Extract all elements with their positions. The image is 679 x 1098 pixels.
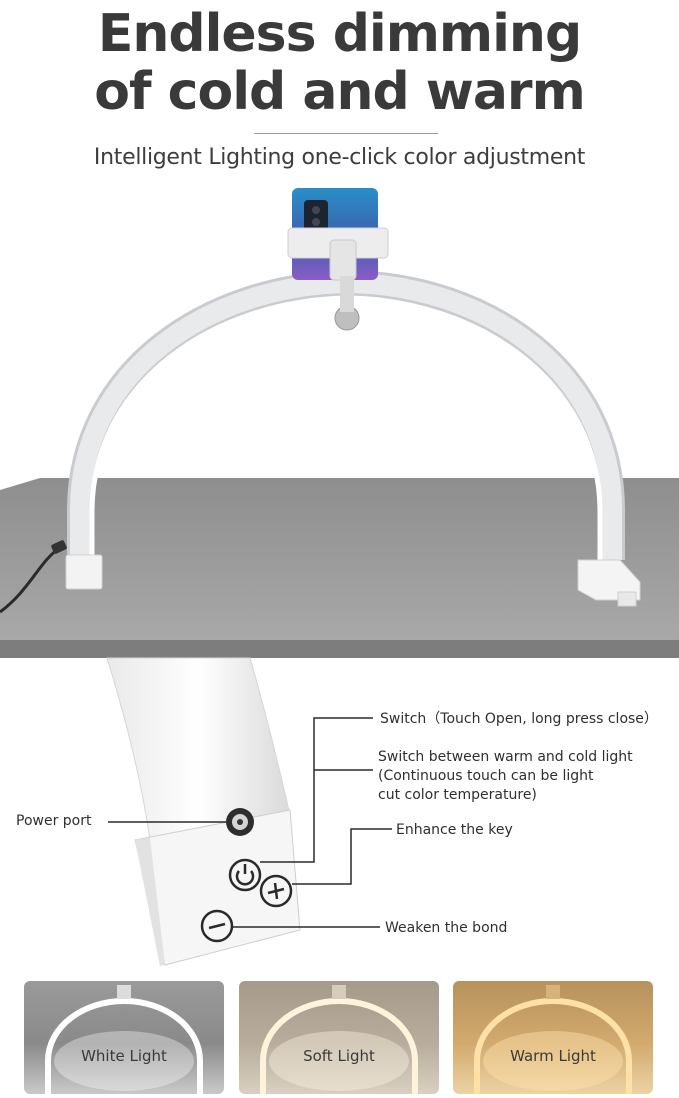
- title-divider: [254, 133, 438, 134]
- mode-white-light: White Light: [24, 981, 224, 1094]
- mode-label: Soft Light: [303, 1047, 375, 1065]
- phone-holder: [287, 188, 389, 331]
- callout-lines: [108, 717, 392, 928]
- plus-touch-icon: [259, 874, 293, 908]
- callout-warm-cold-2: (Continuous touch can be light: [378, 768, 594, 784]
- callout-weaken: Weaken the bond: [385, 920, 508, 936]
- callout-switch: Switch（Touch Open, long press close）: [380, 711, 658, 727]
- callout-power-port: Power port: [16, 813, 92, 829]
- callout-warm-cold-3: cut color temperature): [378, 787, 537, 803]
- title-line-1: Endless dimming: [97, 4, 582, 64]
- callout-enhance: Enhance the key: [396, 822, 513, 838]
- table: [0, 478, 679, 658]
- stand-column: [106, 657, 301, 966]
- mode-warm-light: Warm Light: [453, 981, 653, 1094]
- subtitle: Intelligent Lighting one-click color adj…: [93, 145, 586, 170]
- mode-label: White Light: [81, 1047, 167, 1065]
- power-touch-icon: [228, 858, 262, 892]
- mode-soft-light: Soft Light: [239, 981, 439, 1094]
- title-line-2: of cold and warm: [94, 62, 586, 122]
- mode-label: Warm Light: [510, 1047, 596, 1065]
- callout-warm-cold-1: Switch between warm and cold light: [378, 749, 633, 765]
- minus-touch-icon: [200, 909, 234, 943]
